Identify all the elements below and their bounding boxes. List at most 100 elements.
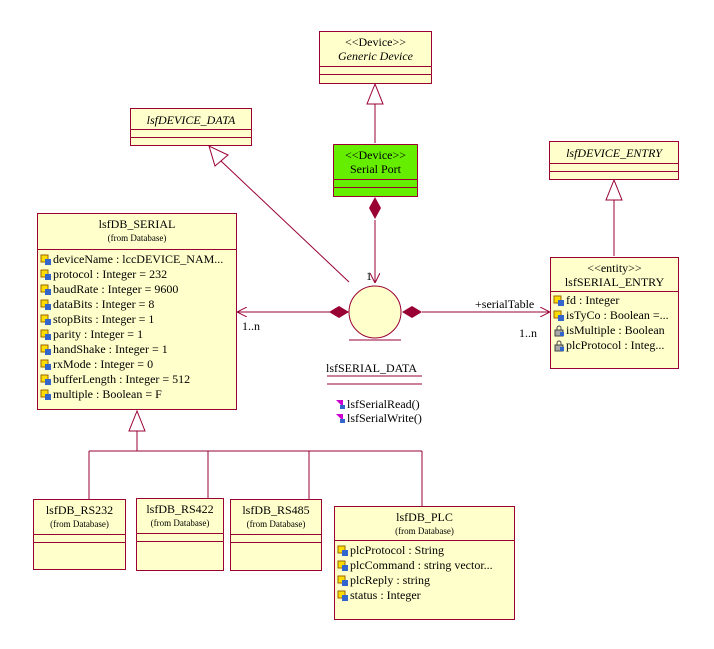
attribute-row[interactable]: rxMode : Integer = 0 bbox=[40, 357, 234, 372]
class-lsfdb-rs422[interactable]: lsfDB_RS422 (from Database) bbox=[136, 498, 224, 571]
attribute-row[interactable]: fd : Integer bbox=[553, 293, 676, 308]
attribute-text: parity : Integer = 1 bbox=[53, 327, 144, 341]
attribute-row[interactable]: deviceName : lccDEVICE_NAM... bbox=[40, 252, 234, 267]
attribute-text: handShake : Integer = 1 bbox=[53, 342, 168, 356]
attribute-text: isMultiple : Boolean bbox=[566, 323, 665, 337]
class-lsf-device-data[interactable]: lsfDEVICE_DATA bbox=[130, 108, 252, 146]
compartment-separator bbox=[38, 249, 236, 250]
attribute-text: baudRate : Integer = 9600 bbox=[53, 282, 179, 296]
compartment-separator bbox=[551, 291, 678, 292]
key-attribute-icon bbox=[40, 389, 52, 401]
generalization-arrowhead-deviceentry bbox=[605, 178, 623, 201]
serial-data-operations: lsfSerialRead() lsfSerialWrite() bbox=[334, 397, 422, 425]
compartment-separator bbox=[320, 74, 431, 75]
class-name: Serial Port bbox=[350, 162, 401, 176]
attribute-text: plcProtocol : String bbox=[350, 543, 444, 557]
class-lsfdb-rs485[interactable]: lsfDB_RS485 (from Database) bbox=[230, 499, 322, 571]
compartment-separator bbox=[550, 171, 678, 172]
operation-icon bbox=[334, 398, 346, 410]
attribute-row[interactable]: dataBits : Integer = 8 bbox=[40, 297, 234, 312]
lock-attribute-icon bbox=[553, 340, 565, 352]
attribute-text: plcProtocol : Integ... bbox=[566, 338, 665, 352]
multiplicity-serial-table: 1..n bbox=[519, 326, 537, 340]
class-name: lsfSERIAL_ENTRY bbox=[564, 275, 665, 289]
package-label: (from Database) bbox=[395, 526, 454, 536]
class-lsf-serial-entry[interactable]: <<entity>> lsfSERIAL_ENTRY fd : Integer … bbox=[550, 257, 679, 369]
composition-diamond-dbserial bbox=[329, 306, 349, 318]
attribute-text: stopBits : Integer = 1 bbox=[53, 312, 155, 326]
attribute-row[interactable]: baudRate : Integer = 9600 bbox=[40, 282, 234, 297]
attribute-list: plcProtocol : String plcCommand : string… bbox=[337, 543, 512, 603]
key-attribute-icon bbox=[40, 254, 52, 266]
attribute-text: plcCommand : string vector... bbox=[350, 558, 493, 572]
class-name: lsfDEVICE_DATA bbox=[146, 113, 236, 127]
attribute-row[interactable]: handShake : Integer = 1 bbox=[40, 342, 234, 357]
key-attribute-icon bbox=[40, 299, 52, 311]
key-attribute-icon bbox=[337, 560, 349, 572]
attribute-row[interactable]: stopBits : Integer = 1 bbox=[40, 312, 234, 327]
attribute-row[interactable]: status : Integer bbox=[337, 588, 512, 603]
composition-diamond-serialentry bbox=[402, 306, 422, 318]
compartment-separator bbox=[334, 179, 417, 180]
attribute-row[interactable]: multiple : Boolean = F bbox=[40, 387, 234, 402]
attribute-text: isTyCo : Boolean =... bbox=[566, 308, 669, 322]
stereotype-label: <<Device>> bbox=[344, 35, 407, 49]
class-lsf-device-entry[interactable]: lsfDEVICE_ENTRY bbox=[549, 141, 679, 180]
operation-text: lsfSerialWrite() bbox=[347, 411, 422, 425]
compartment-separator bbox=[131, 129, 251, 130]
attribute-text: fd : Integer bbox=[566, 293, 620, 307]
stereotype-label: <<Device>> bbox=[344, 148, 407, 162]
compartment-separator bbox=[231, 542, 321, 543]
key-attribute-icon bbox=[553, 310, 565, 322]
class-generic-device[interactable]: <<Device>> Generic Device bbox=[319, 31, 432, 84]
attribute-row[interactable]: isTyCo : Boolean =... bbox=[553, 308, 676, 323]
composition-diamond-serialport bbox=[369, 197, 381, 219]
attribute-list: fd : Integer isTyCo : Boolean =... isMul… bbox=[553, 293, 676, 353]
key-attribute-icon bbox=[40, 329, 52, 341]
compartment-separator bbox=[320, 66, 431, 67]
attribute-text: plcReply : string bbox=[350, 573, 430, 587]
class-lsfdb-rs232[interactable]: lsfDB_RS232 (from Database) bbox=[33, 499, 126, 570]
role-serial-table: +serialTable bbox=[475, 297, 535, 311]
class-lsfdb-plc[interactable]: lsfDB_PLC (from Database) plcProtocol : … bbox=[334, 506, 515, 620]
attribute-row[interactable]: bufferLength : Integer = 512 bbox=[40, 372, 234, 387]
attribute-row[interactable]: plcProtocol : Integ... bbox=[553, 338, 676, 353]
attribute-row[interactable]: protocol : Integer = 232 bbox=[40, 267, 234, 282]
serial-data-class-name: lsfSERIAL_DATA bbox=[326, 361, 418, 375]
attribute-row[interactable]: plcReply : string bbox=[337, 573, 512, 588]
class-name: lsfDB_RS422 bbox=[146, 502, 214, 516]
attribute-text: status : Integer bbox=[350, 588, 421, 602]
key-attribute-icon bbox=[553, 295, 565, 307]
compartment-separator bbox=[34, 542, 125, 543]
multiplicity-db-serial: 1..n bbox=[242, 319, 260, 333]
class-serial-port[interactable]: <<Device>> Serial Port bbox=[333, 144, 418, 197]
class-name: Generic Device bbox=[338, 49, 413, 63]
operation-row[interactable]: lsfSerialRead() bbox=[334, 397, 422, 411]
key-attribute-icon bbox=[40, 284, 52, 296]
generalization-arrowhead-genericdevice bbox=[366, 82, 384, 105]
attribute-text: dataBits : Integer = 8 bbox=[53, 297, 155, 311]
attribute-row[interactable]: plcProtocol : String bbox=[337, 543, 512, 558]
compartment-separator bbox=[550, 163, 678, 164]
package-label: (from Database) bbox=[246, 519, 306, 529]
class-name: lsfDB_PLC bbox=[396, 510, 453, 524]
class-name: lsfDEVICE_ENTRY bbox=[566, 146, 662, 160]
class-lsfdb-serial[interactable]: lsfDB_SERIAL (from Database) deviceName … bbox=[37, 213, 237, 410]
attribute-row[interactable]: parity : Integer = 1 bbox=[40, 327, 234, 342]
operation-row[interactable]: lsfSerialWrite() bbox=[334, 411, 422, 425]
attribute-text: bufferLength : Integer = 512 bbox=[53, 372, 191, 386]
class-name: lsfDB_RS485 bbox=[242, 503, 310, 517]
attribute-text: deviceName : lccDEVICE_NAM... bbox=[53, 252, 224, 266]
attribute-list: deviceName : lccDEVICE_NAM... protocol :… bbox=[40, 252, 234, 402]
key-attribute-icon bbox=[337, 545, 349, 557]
package-label: (from Database) bbox=[107, 233, 167, 243]
attribute-row[interactable]: plcCommand : string vector... bbox=[337, 558, 512, 573]
key-attribute-icon bbox=[40, 344, 52, 356]
attribute-row[interactable]: isMultiple : Boolean bbox=[553, 323, 676, 338]
serial-data-control-circle[interactable] bbox=[348, 285, 402, 339]
package-label: (from Database) bbox=[150, 518, 210, 528]
operation-icon bbox=[334, 412, 346, 424]
stereotype-label: <<entity>> bbox=[587, 261, 642, 275]
compartment-separator bbox=[34, 534, 125, 535]
